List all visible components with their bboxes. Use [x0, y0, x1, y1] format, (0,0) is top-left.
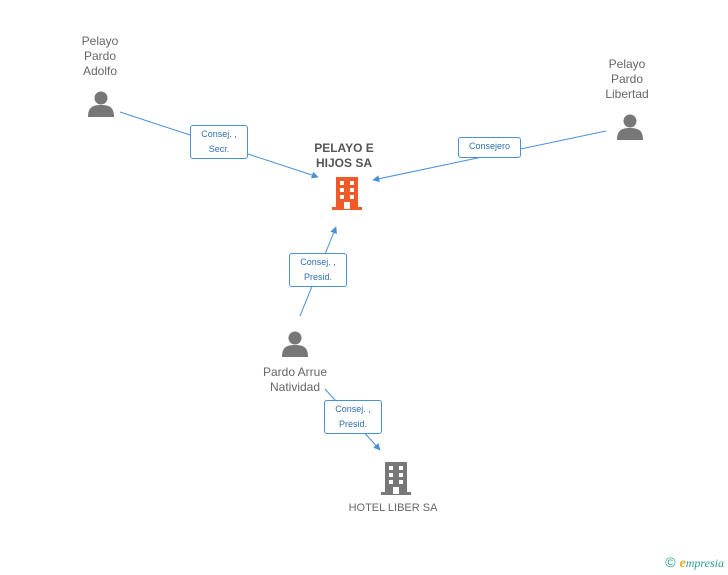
- building-icon[interactable]: [381, 462, 411, 495]
- brand-name: mpresia: [685, 556, 724, 570]
- brand-initial: e: [679, 556, 686, 571]
- edge-label-adolfo-role: Consej. , Secr.: [190, 125, 248, 159]
- person-label-pelayo-pardo-adolfo[interactable]: Pelayo Pardo Adolfo: [81, 34, 119, 78]
- edge-label-natividad-hotel-role: Consej. , Presid.: [324, 400, 382, 434]
- company-label-hotel-liber[interactable]: HOTEL LIBER SA: [348, 502, 438, 514]
- person-label-pardo-arrue-natividad[interactable]: Pardo Arrue Natividad: [262, 365, 328, 394]
- building-icon[interactable]: [332, 177, 362, 210]
- company-label-pelayo-e-hijos[interactable]: PELAYO E HIJOS SA: [314, 141, 374, 170]
- edge-label-natividad-pelayo-role: Consej. , Presid.: [289, 253, 347, 287]
- person-icon[interactable]: [88, 91, 114, 118]
- copyright-symbol: ©: [665, 554, 676, 570]
- person-icon[interactable]: [282, 331, 308, 358]
- person-icon[interactable]: [617, 114, 643, 141]
- person-label-pelayo-pardo-libertad[interactable]: Pelayo Pardo Libertad: [605, 57, 649, 101]
- empresia-logo: ©empresia: [665, 554, 724, 572]
- edge-label-libertad-role: Consejero: [458, 137, 521, 158]
